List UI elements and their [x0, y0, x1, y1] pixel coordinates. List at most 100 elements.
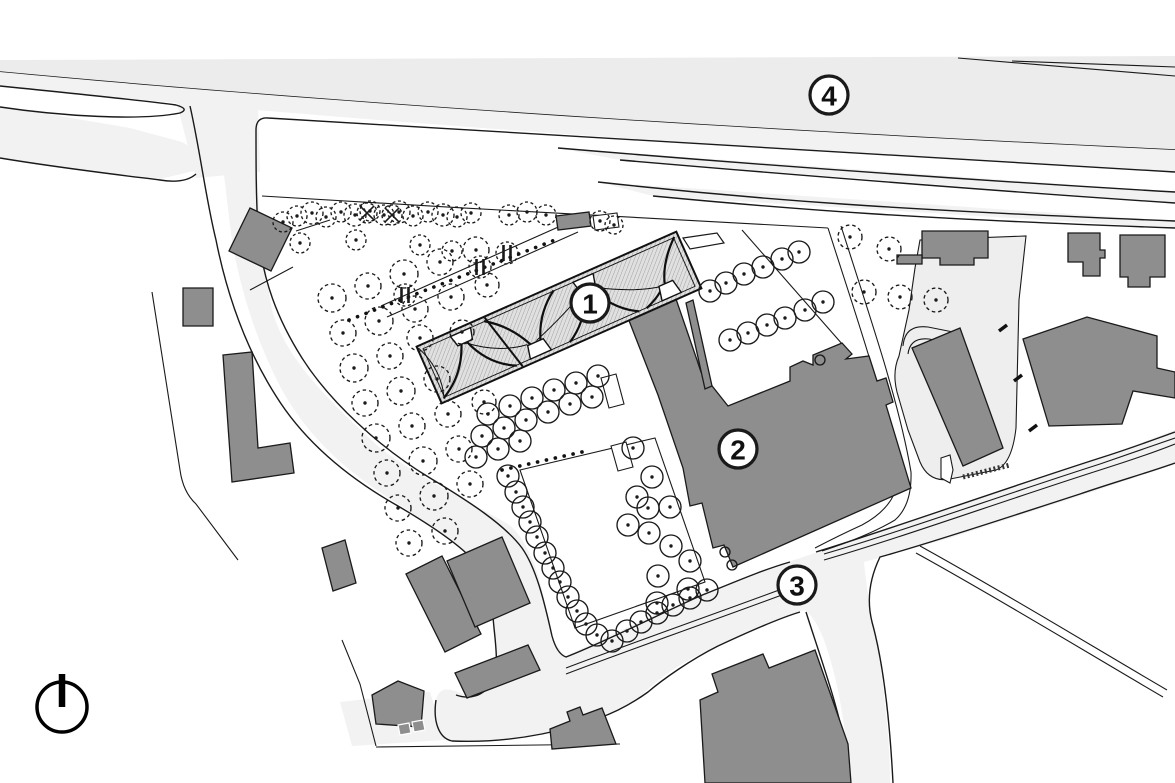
marker-1: 1 — [569, 282, 611, 324]
marker-label: 1 — [582, 289, 598, 320]
tree — [535, 204, 557, 226]
tree — [678, 586, 702, 610]
building — [1022, 316, 1175, 427]
band-track-line — [957, 57, 1175, 77]
dotted-paths — [347, 236, 584, 472]
tree — [533, 541, 557, 565]
tree — [811, 290, 835, 314]
trees-layer — [272, 200, 949, 653]
tree — [468, 255, 492, 279]
tree — [286, 205, 308, 227]
tree — [470, 424, 494, 448]
tree — [417, 201, 439, 223]
sidewalk-line — [565, 585, 791, 675]
tree — [460, 202, 482, 224]
tree — [586, 364, 610, 388]
tree — [464, 445, 488, 469]
tree — [395, 529, 423, 557]
white-annex — [592, 212, 634, 472]
tree — [471, 389, 497, 415]
tree — [437, 283, 465, 311]
building — [446, 536, 531, 628]
tree — [520, 386, 544, 410]
tree — [401, 295, 429, 323]
tree — [398, 412, 426, 440]
tree — [887, 284, 913, 310]
tree — [851, 279, 877, 305]
building-2-canopy — [685, 299, 713, 390]
marker-3: 3 — [776, 564, 818, 606]
building — [896, 254, 923, 265]
tree — [376, 342, 404, 370]
tree — [486, 437, 510, 461]
tree — [315, 206, 337, 228]
service-lane-surface — [598, 182, 1175, 228]
road-d-lower-edge-west — [451, 611, 801, 743]
dotted-path-allee — [347, 236, 562, 322]
tree — [589, 210, 611, 232]
entrance-canopy — [681, 232, 726, 250]
tree — [476, 402, 500, 426]
tree — [498, 394, 522, 418]
building — [549, 706, 617, 750]
southwest-parcel-line — [341, 639, 377, 747]
main-road-surface — [0, 72, 1175, 172]
tree — [431, 203, 455, 227]
tree — [300, 201, 324, 225]
tree — [580, 385, 604, 409]
tree — [496, 464, 520, 488]
parcel-lines — [151, 195, 1011, 748]
west-road-surface — [0, 106, 198, 179]
tree — [426, 248, 454, 276]
tree — [445, 435, 473, 463]
tree — [409, 234, 431, 256]
marker-label: 2 — [730, 435, 746, 466]
building — [1067, 232, 1106, 277]
building — [228, 207, 293, 272]
tree — [393, 283, 417, 307]
tree — [386, 376, 416, 406]
tree — [356, 202, 378, 224]
sidewalk-line — [823, 437, 1175, 561]
tree — [441, 240, 463, 262]
building — [222, 351, 295, 483]
tree — [876, 236, 902, 262]
tree — [787, 240, 811, 264]
tree — [541, 556, 565, 580]
building — [911, 327, 1004, 467]
marker-label: 3 — [789, 571, 805, 602]
tree — [658, 495, 682, 519]
building — [371, 680, 425, 728]
tree — [695, 578, 719, 602]
parcel-line — [249, 219, 331, 291]
tree — [718, 328, 742, 352]
tree — [773, 306, 797, 330]
tree — [272, 211, 294, 233]
upper-lane-lines — [557, 147, 1175, 204]
upper-lane-surface — [558, 148, 1175, 203]
tree — [474, 272, 500, 298]
building-annex — [397, 719, 426, 736]
crosswalk — [962, 462, 1011, 480]
north-needle — [58, 674, 66, 707]
tree — [565, 599, 589, 623]
tree — [719, 546, 731, 558]
tree — [770, 247, 794, 271]
tree — [646, 564, 670, 588]
building — [921, 230, 989, 266]
tree — [381, 204, 403, 226]
tree — [556, 585, 580, 609]
tree — [339, 353, 369, 383]
west-parcel-line — [151, 291, 239, 561]
building — [1119, 234, 1166, 288]
tree — [511, 495, 535, 519]
building — [454, 644, 541, 699]
tree — [558, 392, 582, 416]
tree — [659, 534, 683, 558]
tree — [434, 400, 462, 428]
tree — [373, 204, 395, 226]
courtyard-boundary — [741, 229, 844, 346]
tree — [637, 521, 661, 545]
